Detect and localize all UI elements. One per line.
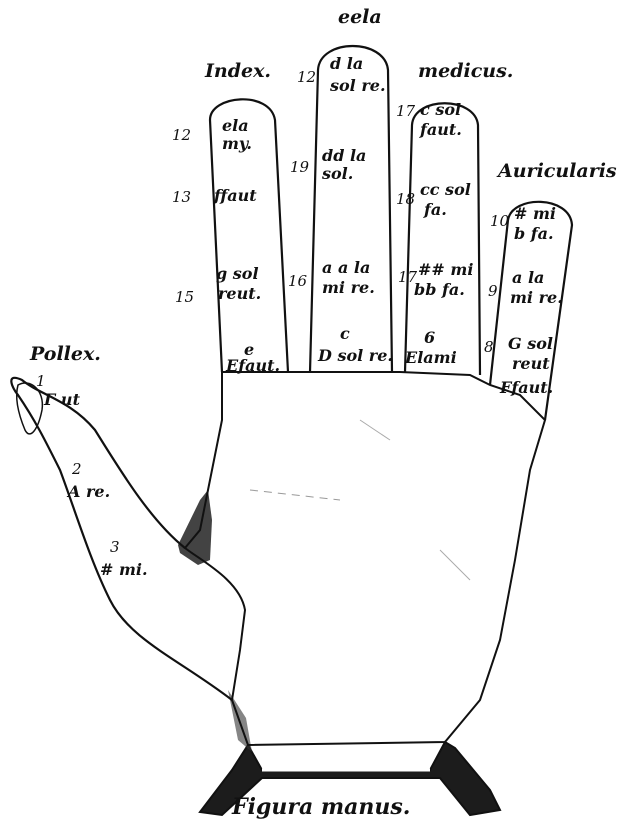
middle-label: dd la	[322, 148, 366, 164]
figure-caption: Figura manus.	[232, 796, 410, 818]
middle-label: a a la	[322, 260, 370, 276]
auricularis-finger-name: Auricularis	[498, 162, 617, 181]
ring-label: faut.	[420, 122, 462, 138]
little-label: a la	[512, 270, 544, 286]
index-label: my.	[222, 136, 252, 152]
little-number: 8	[484, 340, 494, 355]
little-label: # mi	[514, 206, 556, 222]
ring-label: 6	[424, 330, 435, 346]
little-label: Ffaut.	[500, 380, 553, 396]
index-finger-name: Index.	[205, 62, 271, 81]
index-label: Efaut.	[226, 358, 280, 374]
thumb-label: A re.	[68, 484, 110, 500]
top-label: eela	[338, 8, 382, 27]
index-number: 12	[172, 128, 191, 143]
palm-crease-1	[250, 490, 340, 500]
middle-label: sol re.	[330, 78, 386, 94]
thumb-number: 3	[110, 540, 120, 555]
index-number: 15	[175, 290, 194, 305]
palm-outline	[185, 372, 545, 745]
middle-label: mi re.	[322, 280, 375, 296]
thumb-label: Γ ut	[44, 392, 80, 408]
index-label: g sol	[216, 266, 259, 282]
thumb-number: 2	[72, 462, 82, 477]
index-number: 13	[172, 190, 191, 205]
middle-label: d la	[330, 56, 363, 72]
palm-crease-2	[360, 420, 390, 440]
ring-label: bb fa.	[414, 282, 465, 298]
little-label: G sol	[508, 336, 553, 352]
ring-label: Elami	[405, 350, 457, 366]
ring-finger-outline	[405, 103, 480, 375]
middle-number: 19	[290, 160, 309, 175]
ring-number: 17	[398, 270, 417, 285]
little-label: reut	[512, 356, 550, 372]
ring-label: fa.	[424, 202, 447, 218]
little-label: b fa.	[514, 226, 554, 242]
palm-crease-3	[440, 550, 470, 580]
medius-finger-name: medicus.	[418, 62, 513, 81]
ring-label: cc sol	[420, 182, 471, 198]
little-number: 10	[490, 214, 509, 229]
thumb-label: # mi.	[100, 562, 148, 578]
index-label: reut.	[218, 286, 261, 302]
index-label: ffaut	[214, 188, 257, 204]
index-label: ela	[222, 118, 249, 134]
middle-label: D sol re.	[318, 348, 393, 364]
middle-label: c	[340, 326, 350, 342]
palm-shading	[178, 490, 212, 565]
middle-number: 16	[288, 274, 307, 289]
middle-number: 12	[297, 70, 316, 85]
thumb-number: 1	[36, 374, 46, 389]
pollex-finger-name: Pollex.	[30, 345, 101, 364]
little-number: 9	[488, 284, 498, 299]
ring-number: 18	[396, 192, 415, 207]
ring-label: ## mi	[418, 262, 473, 278]
little-label: mi re.	[510, 290, 563, 306]
middle-label: sol.	[322, 166, 353, 182]
ring-label: c sol	[420, 102, 461, 118]
ring-number: 17	[396, 104, 415, 119]
